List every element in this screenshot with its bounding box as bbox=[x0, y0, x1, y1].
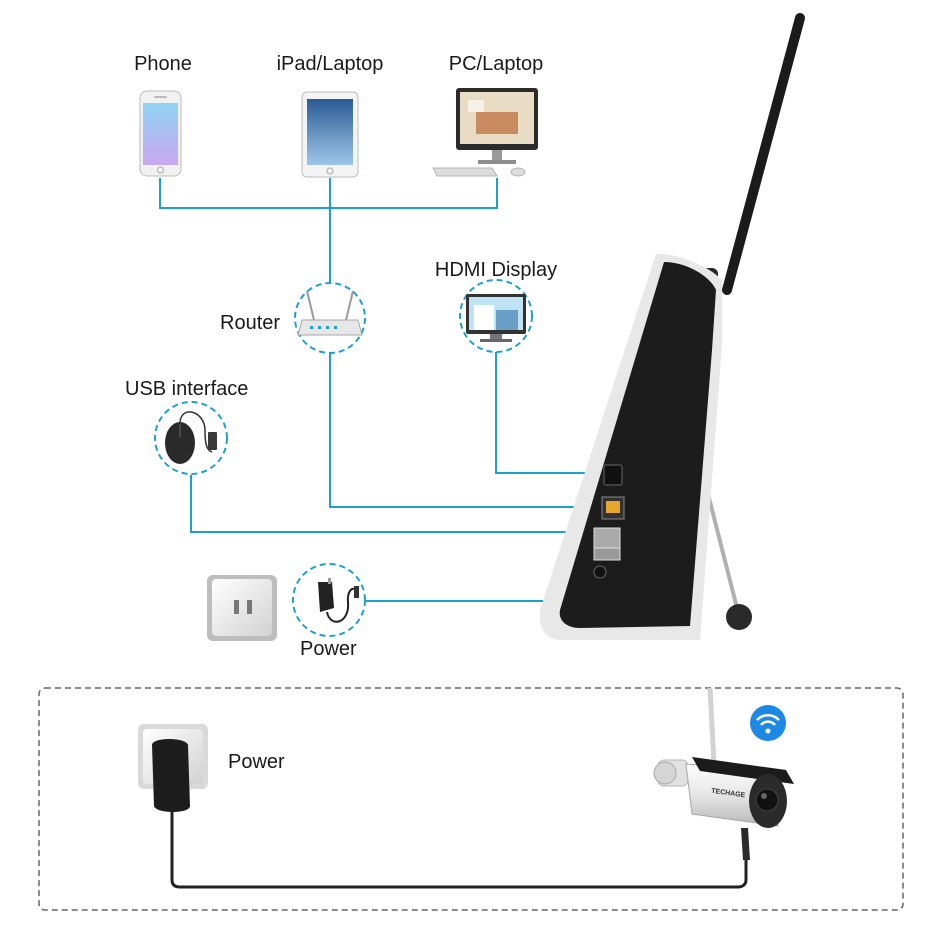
mouse-icon bbox=[154, 401, 228, 475]
camera-power-cable bbox=[170, 812, 748, 889]
nvr-unit bbox=[540, 13, 805, 641]
camera-section-frame bbox=[38, 687, 904, 911]
label-usb-interface: USB interface bbox=[125, 378, 249, 400]
camera-antenna bbox=[707, 687, 717, 765]
camera-icon bbox=[653, 687, 794, 860]
devices-bus-line bbox=[159, 178, 498, 209]
usb-line bbox=[190, 475, 596, 533]
nvr-antenna bbox=[722, 13, 805, 295]
wifi-icon bbox=[750, 705, 786, 741]
nvr-ports bbox=[593, 464, 625, 579]
camera-adapter-icon bbox=[138, 724, 208, 812]
label-phone: Phone bbox=[134, 53, 192, 75]
monitor-icon bbox=[459, 279, 533, 353]
router-icon bbox=[294, 282, 366, 354]
label-hdmi-display: HDMI Display bbox=[434, 259, 558, 281]
pc-icon bbox=[432, 88, 538, 177]
label-pc-laptop: PC/Laptop bbox=[448, 53, 544, 75]
tablet-icon bbox=[301, 91, 359, 178]
hdmi-line bbox=[495, 352, 614, 474]
adapter-icon bbox=[292, 563, 366, 637]
outlet-icon bbox=[207, 575, 277, 641]
phone-icon bbox=[139, 90, 182, 177]
label-power-adapter: Power bbox=[300, 638, 357, 660]
label-power-camera: Power bbox=[228, 751, 285, 773]
router-to-lan-line bbox=[329, 352, 606, 508]
label-router: Router bbox=[220, 312, 281, 334]
label-ipad-laptop: iPad/Laptop bbox=[276, 53, 384, 75]
